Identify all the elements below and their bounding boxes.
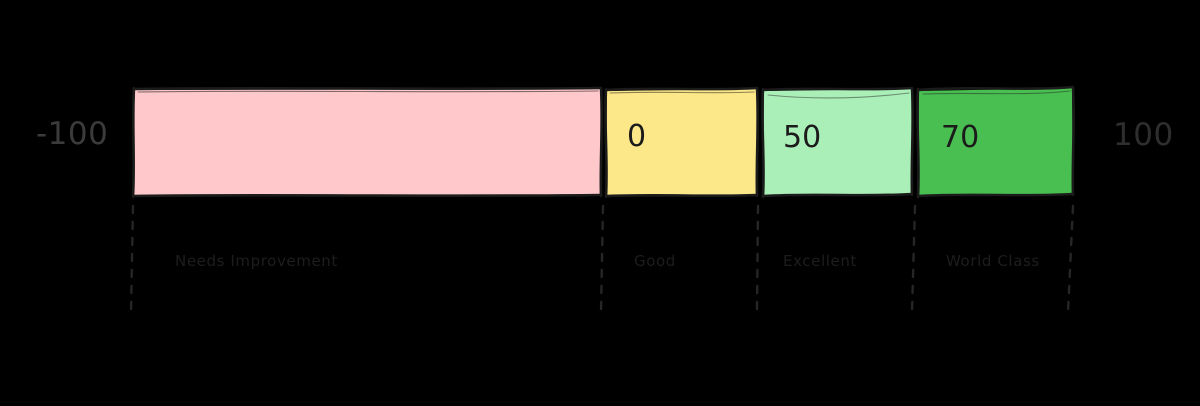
segment-value-excellent: 50 <box>783 120 822 155</box>
segment-outline-right <box>1071 85 1076 197</box>
segment-fill-good <box>606 89 757 196</box>
segment-outline-bottom <box>132 193 603 198</box>
segment-outline-left <box>604 87 608 199</box>
segment-sketch-stroke <box>767 92 910 99</box>
tier-divider-line <box>599 204 605 314</box>
axis-max-label: 100 <box>1113 117 1174 153</box>
segment-excellent[interactable] <box>761 86 915 199</box>
segment-needs-improvement[interactable] <box>131 86 604 199</box>
segment-outline-right <box>755 86 760 198</box>
segment-value-world-class: 70 <box>941 120 980 155</box>
segment-sketch-stroke <box>609 91 755 94</box>
tier-divider-line <box>755 204 760 314</box>
segment-outline-right <box>599 86 604 198</box>
segment-outline-bottom <box>916 192 1075 198</box>
segment-good[interactable] <box>604 86 760 199</box>
segment-fill-excellent <box>763 89 912 196</box>
segment-outline-left <box>761 87 765 199</box>
tier-label-excellent: Excellent <box>783 252 857 270</box>
segment-outline-bottom <box>761 192 914 198</box>
tier-divider-line <box>1066 204 1075 314</box>
segment-outline-left <box>131 86 136 199</box>
segment-outline-left <box>916 87 920 199</box>
tier-label-needs-improvement: Needs Improvement <box>175 252 338 270</box>
segment-fill-world-class <box>918 88 1073 196</box>
segment-sketch-stroke <box>137 90 599 93</box>
tier-divider-line <box>910 204 917 314</box>
segment-sketch-stroke <box>922 90 1071 95</box>
segment-outline-top <box>916 85 1075 92</box>
segment-outline-bottom <box>604 193 759 198</box>
segment-outline-right <box>910 86 915 197</box>
segment-fill-needs-improvement <box>133 89 601 196</box>
axis-min-label: -100 <box>36 116 109 152</box>
tier-label-world-class: World Class <box>946 252 1040 270</box>
tier-divider-line <box>129 204 135 314</box>
segment-outline-top <box>133 86 602 91</box>
tier-label-good: Good <box>634 252 676 270</box>
segment-world-class[interactable] <box>916 85 1076 199</box>
segment-value-good: 0 <box>627 119 647 154</box>
segment-outline-top <box>761 86 914 92</box>
tier-divider-group <box>129 204 1075 314</box>
segment-outline-top <box>604 86 759 92</box>
